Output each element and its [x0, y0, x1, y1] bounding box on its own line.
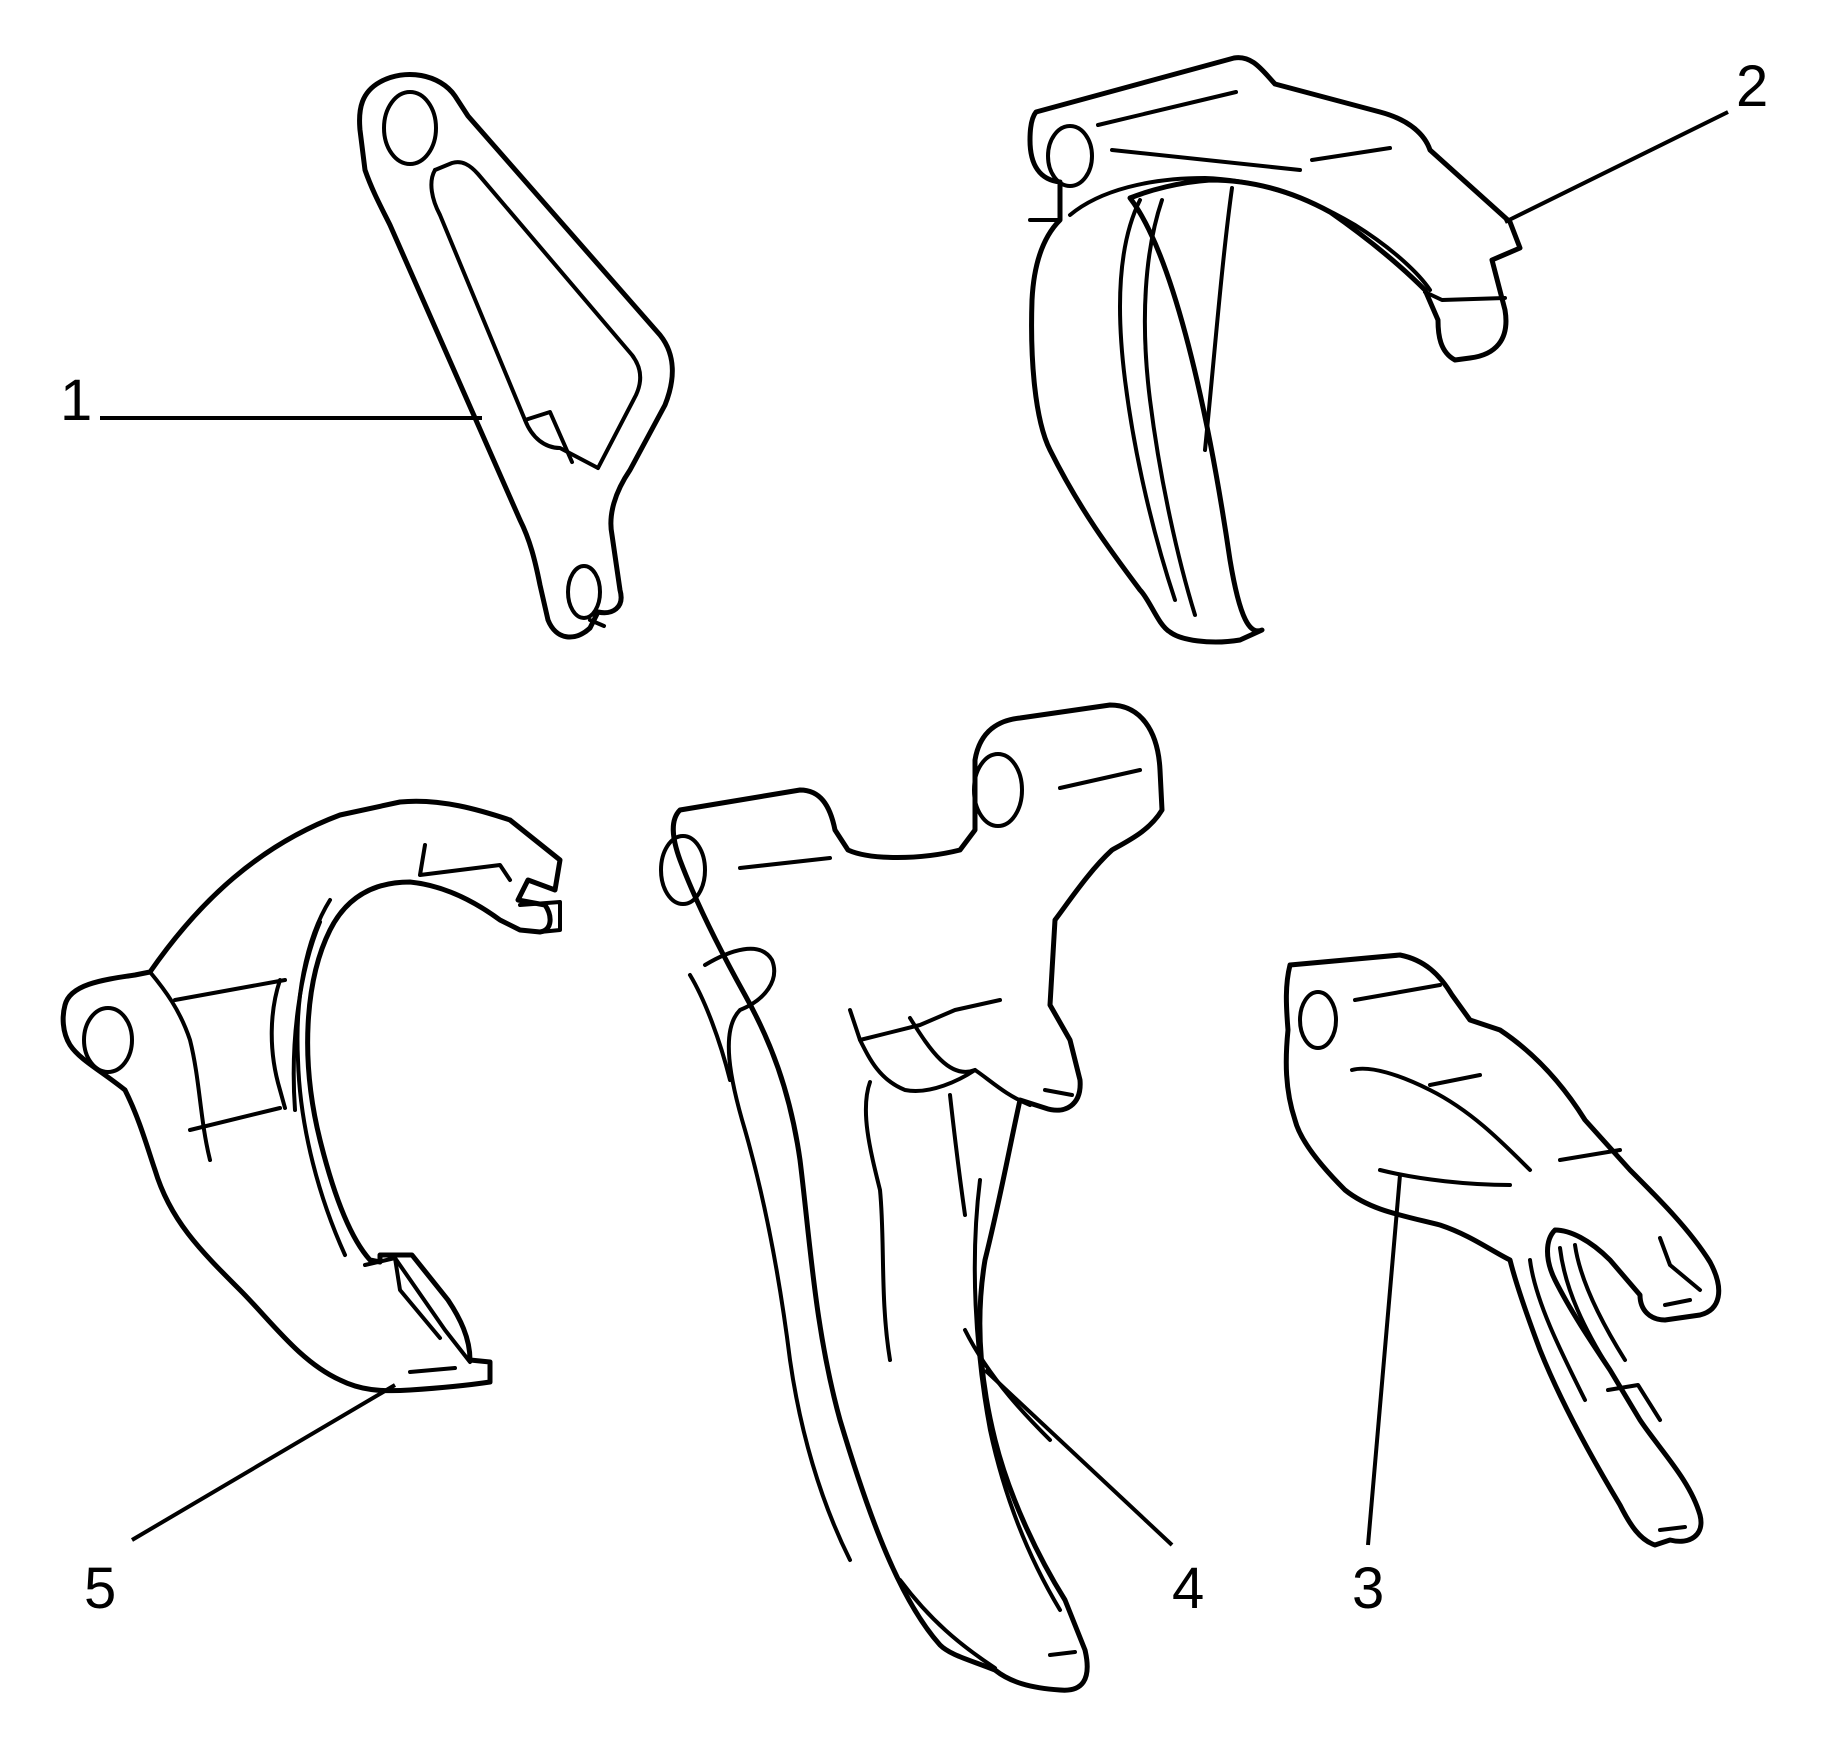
leader-4 [983, 1368, 1174, 1547]
leader-lines [100, 110, 1729, 1547]
callout-2: 2 [1736, 54, 1769, 119]
shift-fork-4 [659, 702, 1165, 1693]
shift-fork-5 [60, 798, 563, 1394]
callout-4: 4 [1172, 1556, 1205, 1621]
callout-5: 5 [84, 1556, 117, 1621]
callout-3: 3 [1352, 1556, 1385, 1621]
callout-1: 1 [60, 368, 93, 433]
shift-fork-1 [357, 72, 675, 640]
leader-3 [1366, 1174, 1402, 1546]
leader-5 [130, 1383, 397, 1542]
shift-fork-2 [1027, 55, 1523, 645]
leader-2 [1504, 110, 1729, 224]
shift-fork-3 [1283, 952, 1722, 1548]
